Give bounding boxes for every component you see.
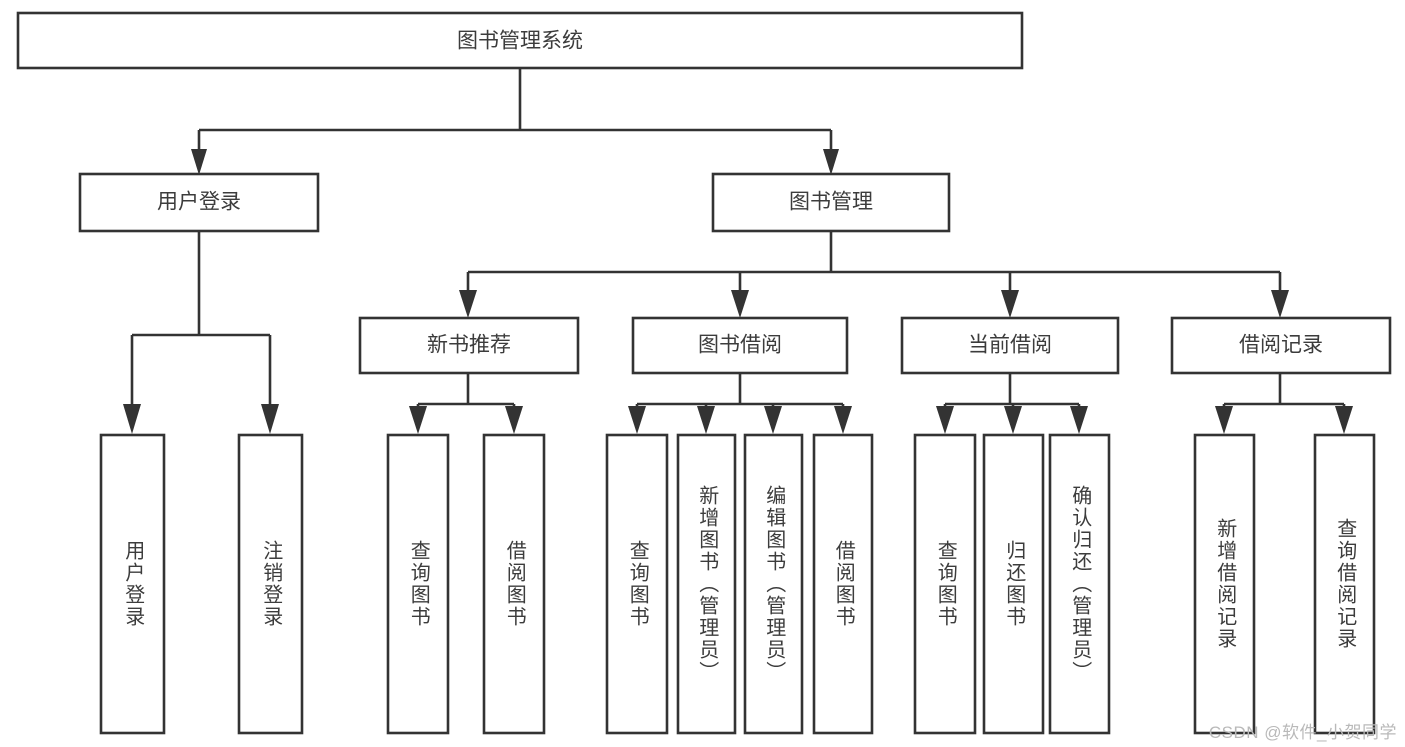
arrowhead-leaf-query-book-3 — [936, 406, 954, 434]
node-root[interactable] — [16, 11, 1024, 70]
arrowhead-leaf-query-record — [1335, 406, 1353, 434]
arrowhead-leaf-add-record — [1215, 406, 1233, 434]
node-leaf-borrow-book-1[interactable] — [482, 433, 546, 735]
arrowhead-leaf-edit-book — [764, 406, 782, 434]
node-leaf-add-record[interactable] — [1193, 433, 1256, 735]
node-borrow-record-label: 借阅记录 — [1239, 334, 1323, 357]
node-root-label: 图书管理系统 — [457, 30, 583, 53]
node-leaf-borrow-book-2[interactable] — [812, 433, 874, 735]
node-leaf-query-book-3[interactable] — [913, 433, 977, 735]
node-user-login[interactable] — [78, 172, 320, 233]
arrowhead-leaf-query-book-2 — [628, 406, 646, 434]
arrowhead-leaf-borrow-book-1 — [505, 406, 523, 434]
arrowhead-leaf-confirm-return — [1070, 406, 1088, 434]
arrowhead-leaf-query-book-1 — [409, 406, 427, 434]
node-leaf-query-record[interactable] — [1313, 433, 1376, 735]
arrowhead-leaf-user-login — [123, 404, 141, 434]
arrowhead-new-book-recommend — [459, 290, 477, 318]
node-leaf-return-book[interactable] — [982, 433, 1045, 735]
connector-layer — [123, 68, 1353, 434]
node-leaf-confirm-return[interactable] — [1048, 433, 1111, 735]
node-current-borrow[interactable] — [900, 316, 1120, 375]
node-leaf-query-book-1[interactable] — [386, 433, 450, 735]
node-leaf-query-book-2[interactable] — [605, 433, 669, 735]
arrowhead-leaf-return-book — [1004, 406, 1022, 434]
arrowhead-leaf-borrow-book-2 — [834, 406, 852, 434]
node-book-management-label: 图书管理 — [789, 191, 873, 214]
node-current-borrow-label: 当前借阅 — [968, 334, 1052, 357]
node-book-borrow-label: 图书借阅 — [698, 334, 782, 357]
node-leaf-user-login[interactable] — [99, 433, 166, 735]
node-leaf-logout-login[interactable] — [237, 433, 304, 735]
arrowhead-book-management — [823, 149, 839, 175]
node-leaf-add-book[interactable] — [676, 433, 737, 735]
node-user-login-label: 用户登录 — [157, 191, 241, 214]
watermark-text: CSDN @软件_小贺同学 — [1208, 723, 1397, 742]
node-leaf-edit-book[interactable] — [743, 433, 804, 735]
node-new-book-recommend-label: 新书推荐 — [427, 334, 511, 357]
arrowhead-leaf-logout-login — [261, 404, 279, 434]
arrowhead-borrow-record — [1271, 290, 1289, 318]
arrowhead-book-borrow — [731, 290, 749, 318]
node-layer: 图书管理系统 用户登录 图书管理 新书推荐 图书借阅 当前借阅 借阅记录 — [16, 11, 1392, 735]
arrowhead-user-login — [191, 149, 207, 175]
node-new-book-recommend[interactable] — [358, 316, 580, 375]
node-borrow-record[interactable] — [1170, 316, 1392, 375]
arrowhead-leaf-add-book — [697, 406, 715, 434]
arrowhead-current-borrow — [1001, 290, 1019, 318]
node-book-management[interactable] — [711, 172, 951, 233]
node-book-borrow[interactable] — [631, 316, 849, 375]
